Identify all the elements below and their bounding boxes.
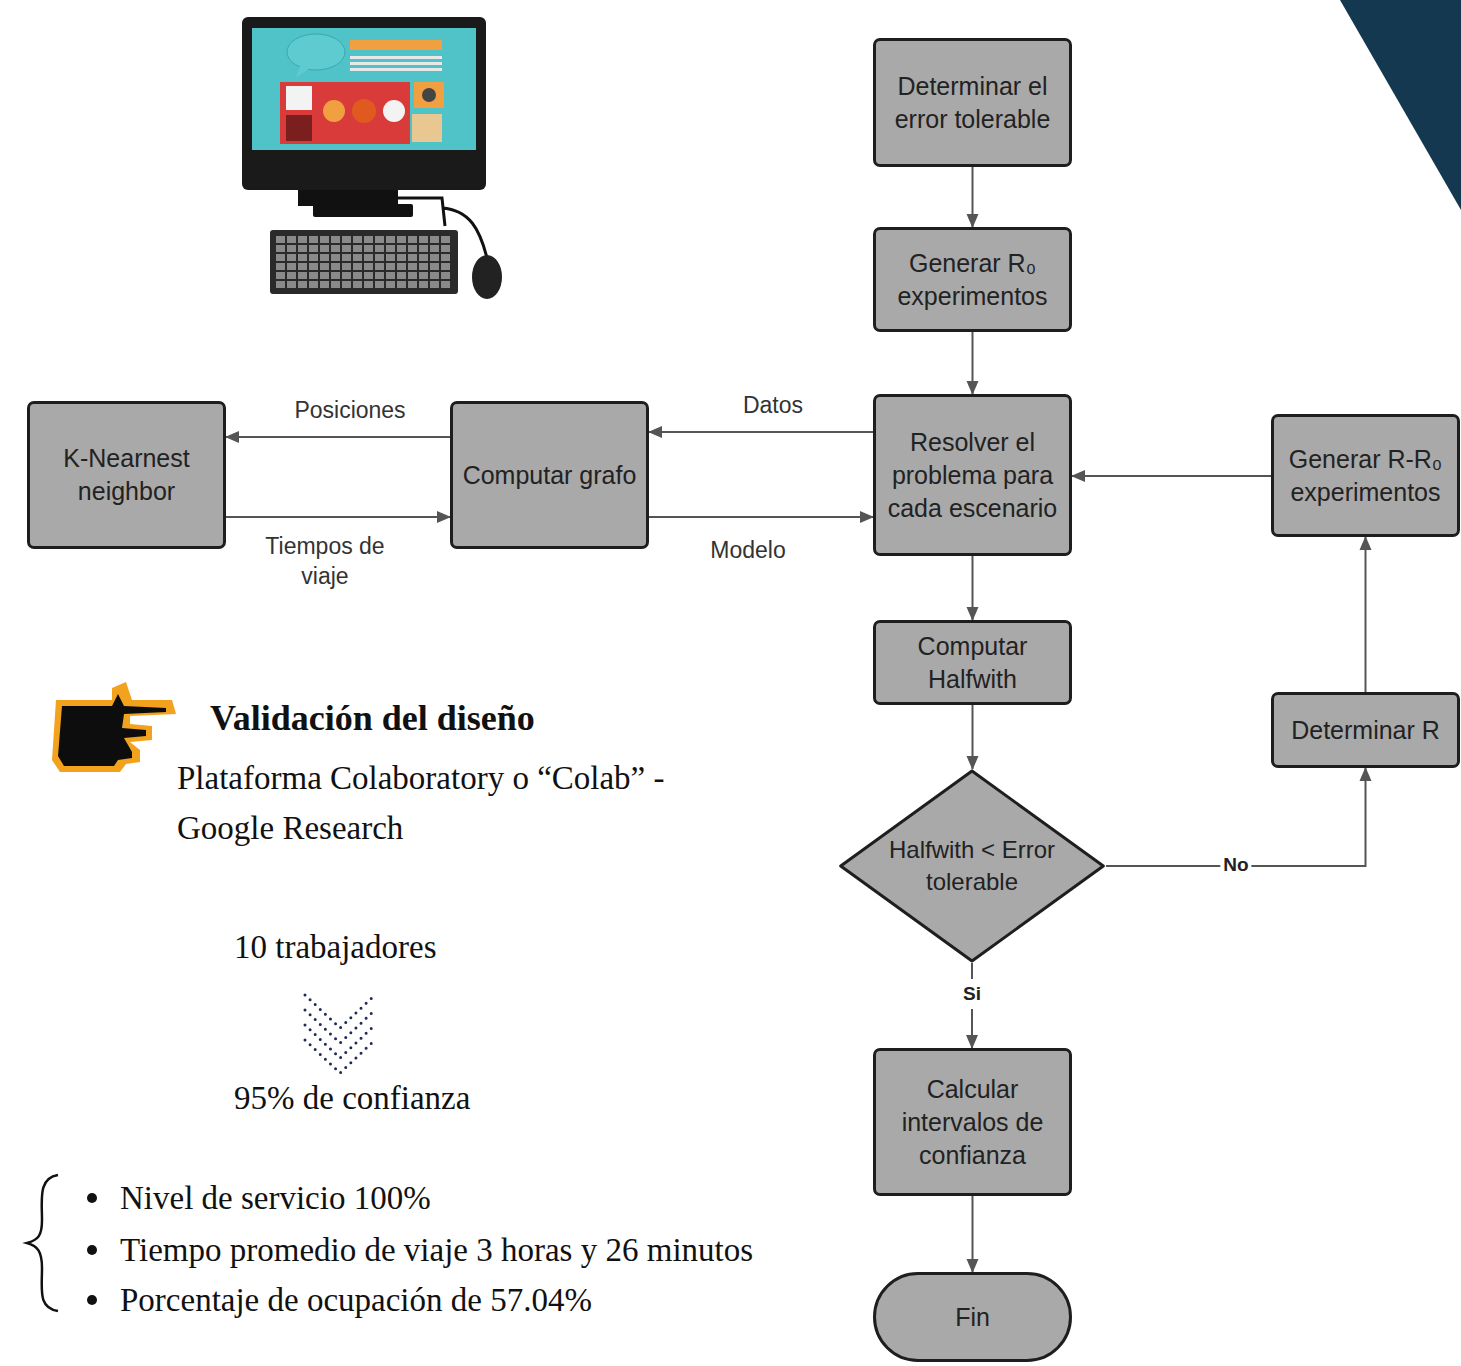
connector-arrow xyxy=(649,516,873,518)
connector-arrow xyxy=(972,1196,974,1272)
node-text: Generar R₀ experimentos xyxy=(884,247,1061,313)
process-box: Resolver el problema para cada escenario xyxy=(873,394,1072,556)
edge-label: Si xyxy=(960,979,984,1009)
node-text: Resolver el problema para cada escenario xyxy=(884,426,1061,525)
section-title: Validación del diseño xyxy=(210,697,535,739)
bullet-dots xyxy=(87,1193,97,1305)
decision-diamond: Halfwith < Error tolerable xyxy=(838,769,1106,963)
result-bullet: Nivel de servicio 100% xyxy=(120,1176,431,1220)
connector-arrow xyxy=(649,431,873,433)
brace xyxy=(27,1175,58,1311)
connector-arrow xyxy=(972,167,974,227)
result-bullet: Tiempo promedio de viaje 3 horas y 26 mi… xyxy=(120,1228,753,1272)
edge-label: Modelo xyxy=(707,535,788,565)
corner-triangle xyxy=(1340,0,1461,210)
pointing-hand-icon xyxy=(52,682,176,772)
process-box: Determinar el error tolerable xyxy=(873,38,1072,167)
connector-arrow xyxy=(972,556,974,620)
connector-arrow xyxy=(226,436,450,438)
process-box: Computar Halfwith xyxy=(873,620,1072,705)
process-box: K-Nearnest neighbor xyxy=(27,401,226,549)
process-box: Generar R₀ experimentos xyxy=(873,227,1072,332)
node-text: Halfwith < Error tolerable xyxy=(880,834,1064,898)
connector-arrow xyxy=(972,705,974,769)
node-text: Computar Halfwith xyxy=(884,630,1061,696)
edge-label: Posiciones xyxy=(291,395,408,425)
result-bullet: Porcentaje de ocupación de 57.04% xyxy=(120,1278,592,1322)
node-text: K-Nearnest neighbor xyxy=(38,442,215,508)
computer-illustration xyxy=(242,17,502,299)
node-text: Fin xyxy=(955,1301,990,1334)
confidence-note: 95% de confianza xyxy=(234,1076,470,1120)
connector-arrow xyxy=(1072,475,1271,477)
connector-arrow xyxy=(226,516,450,518)
platform-note: Plataforma Colaboratory o “Colab” - Goog… xyxy=(177,753,757,853)
node-text: Computar grafo xyxy=(463,459,637,492)
workers-note: 10 trabajadores xyxy=(234,925,437,969)
node-text: Determinar el error tolerable xyxy=(884,70,1061,136)
node-text: Generar R-R₀ experimentos xyxy=(1282,443,1449,509)
connector-arrow xyxy=(972,332,974,394)
edge-label: No xyxy=(1220,850,1251,880)
connector-arrow xyxy=(1365,537,1367,692)
process-box: Computar grafo xyxy=(450,401,649,549)
process-box: Generar R-R₀ experimentos xyxy=(1271,414,1460,537)
node-text: Determinar R xyxy=(1291,714,1440,747)
edge-label: Datos xyxy=(740,390,806,420)
dotted-chevrons xyxy=(305,995,375,1073)
terminal-box: Fin xyxy=(873,1272,1072,1362)
diamond-outline xyxy=(838,769,1106,963)
process-box: Calcular intervalos de confianza xyxy=(873,1048,1072,1196)
node-text: Calcular intervalos de confianza xyxy=(884,1073,1061,1172)
edge-label: Tiempos de viaje xyxy=(257,531,393,591)
process-box: Determinar R xyxy=(1271,692,1460,768)
